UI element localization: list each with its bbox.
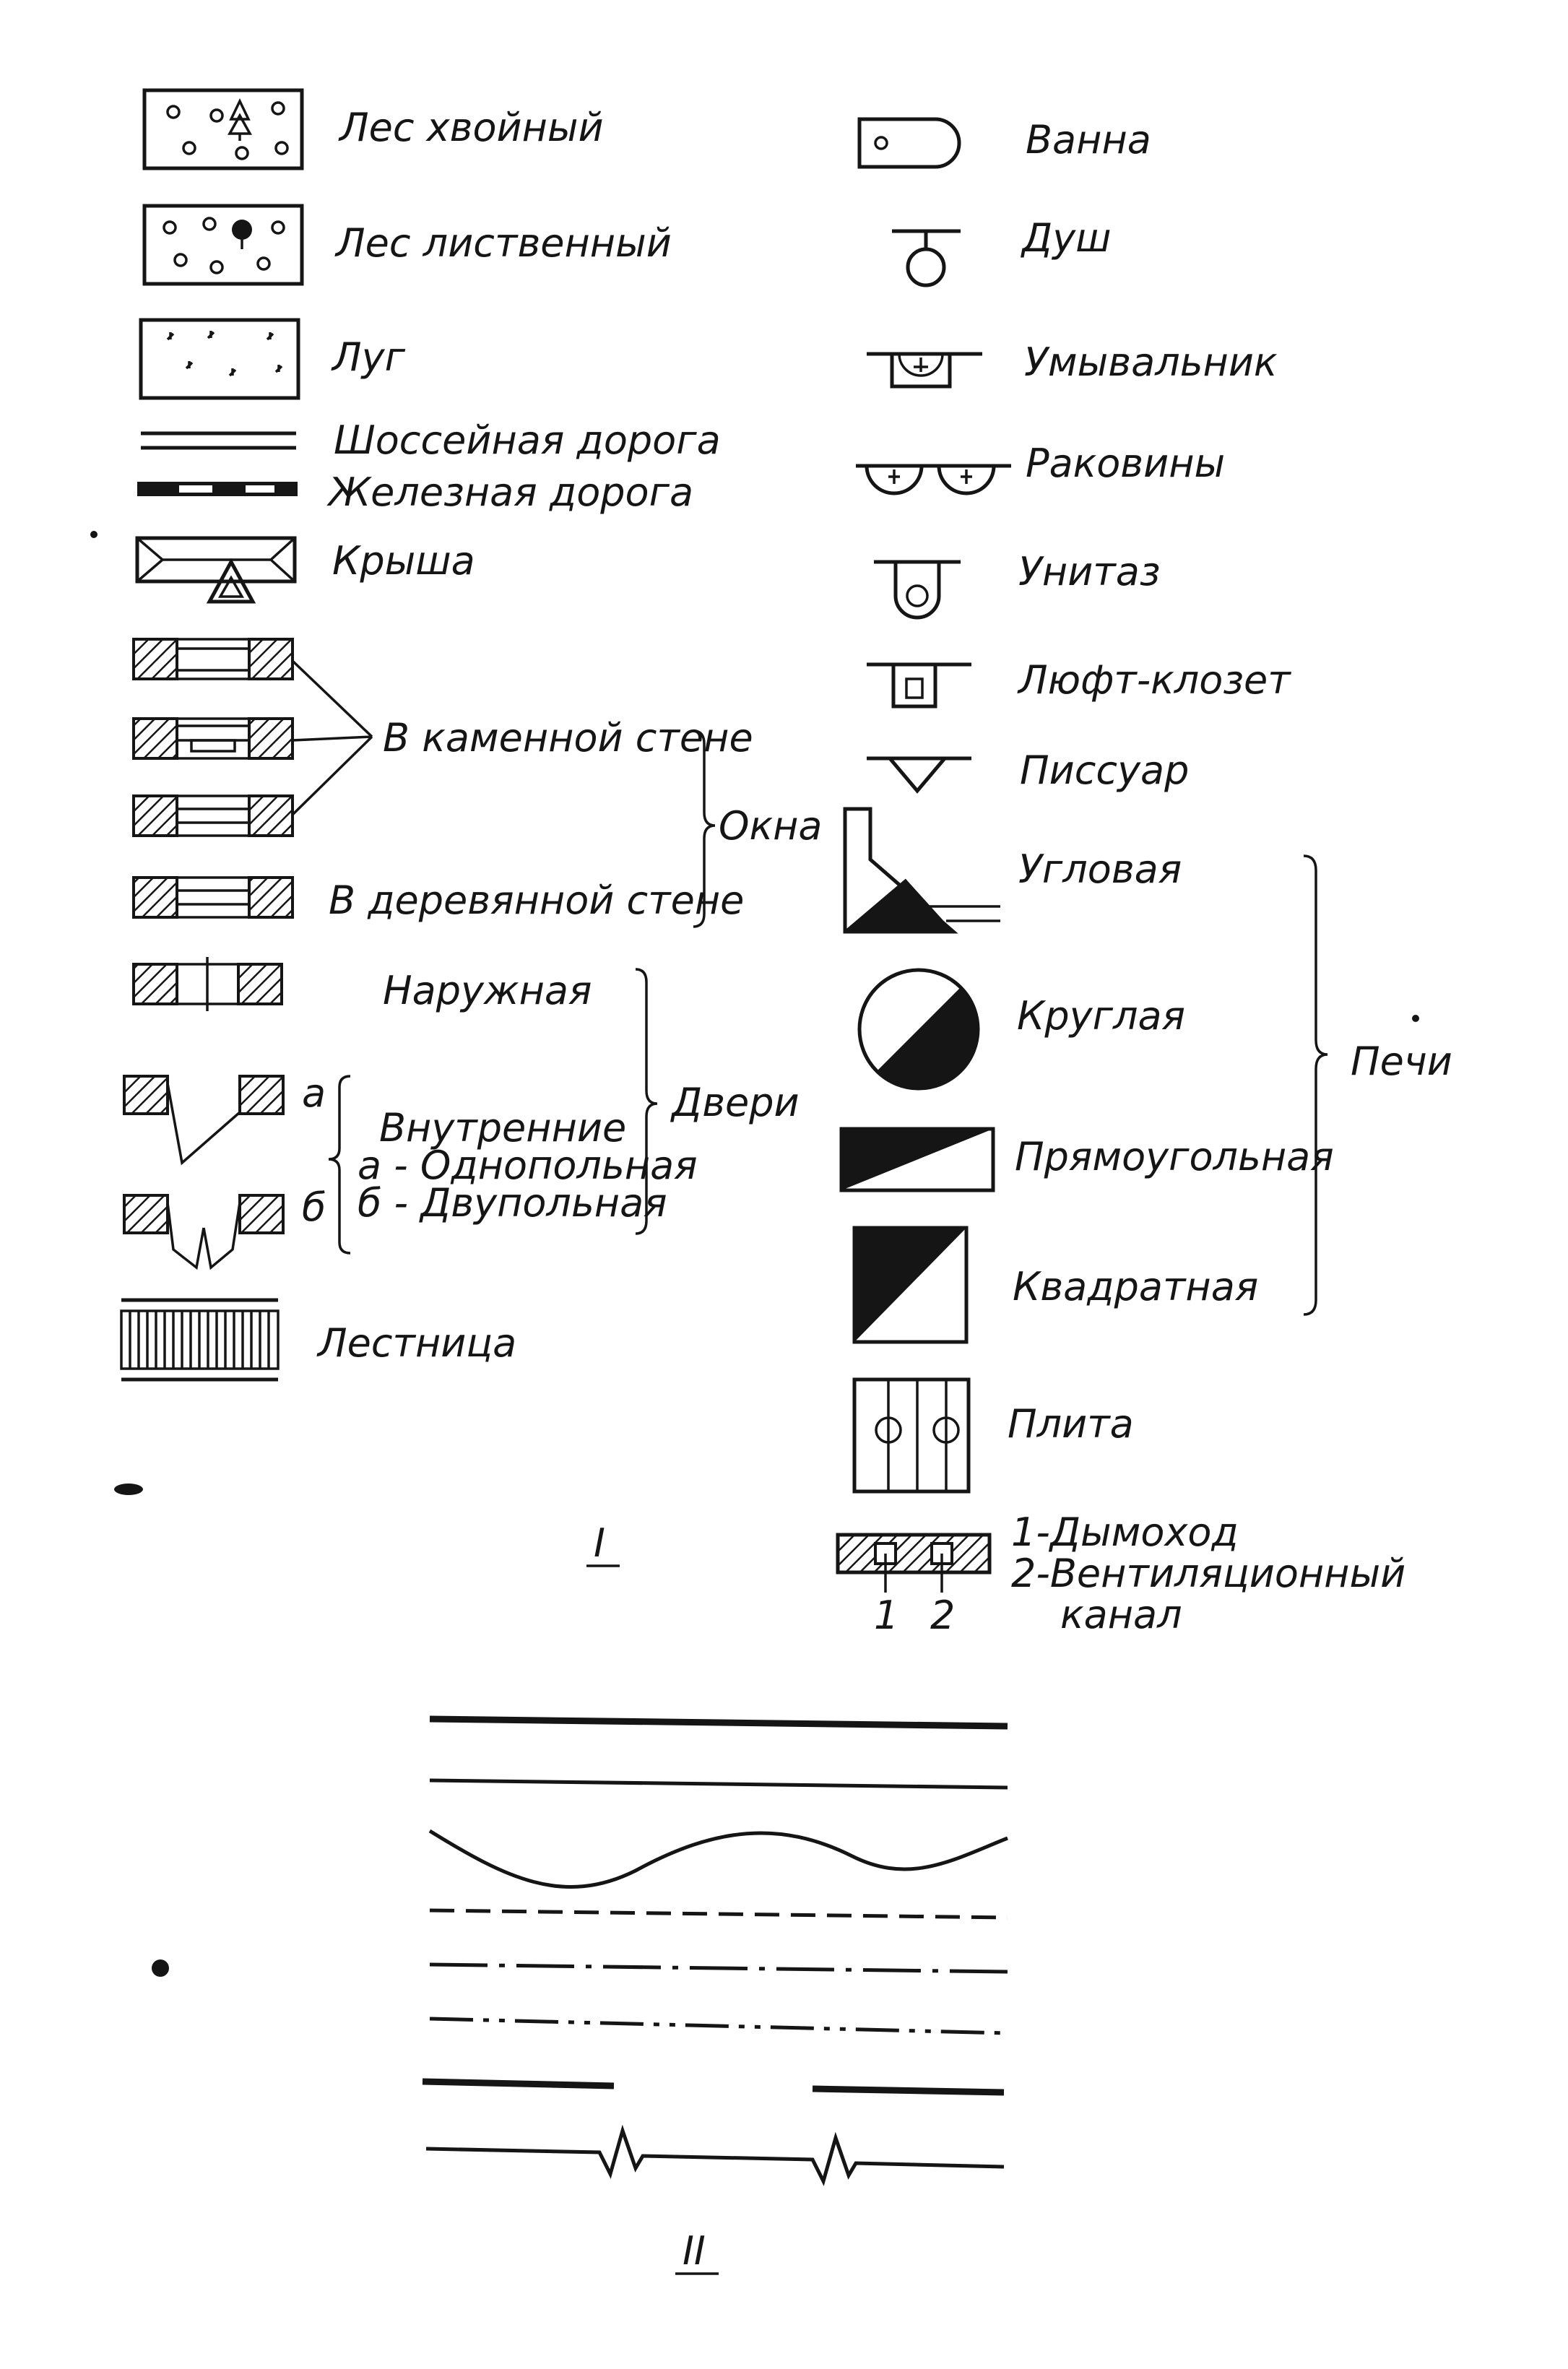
label-air-closet: Люфт-клозет [1017, 657, 1291, 703]
label-toilet: Унитаз [1018, 549, 1161, 594]
stove-round-symbol [857, 968, 980, 1091]
windows-brace [693, 729, 716, 928]
label-railway: Железная дорога [326, 469, 693, 515]
line-dash-dot [429, 1962, 1008, 1974]
stove-square-symbol [852, 1226, 969, 1344]
label-cooker: Плита [1008, 1401, 1134, 1447]
label-door-outer: Наружная [383, 968, 592, 1013]
line-thick-solid [429, 1715, 1008, 1730]
label-stairs: Лестница [316, 1320, 516, 1366]
label-highway: Шоссейная дорога [334, 417, 721, 463]
label-vent: 2-Вентиляционный [1011, 1551, 1405, 1596]
bath-symbol [857, 117, 961, 169]
label-stoves: Печи [1351, 1039, 1452, 1084]
section-numeral-1: I [594, 1520, 605, 1566]
shower-symbol [892, 229, 961, 287]
railway-symbol [137, 482, 298, 496]
window-stone-3 [132, 794, 294, 837]
section-numeral-2: II [683, 2228, 706, 2274]
line-dash-dot-2 [429, 2017, 1008, 2035]
door-outer-symbol [132, 957, 283, 1011]
label-doors: Двери [670, 1080, 800, 1125]
line-wavy [428, 1829, 1008, 1889]
label-bath: Ванна [1026, 117, 1151, 163]
label-stove-rect: Прямоугольная [1015, 1134, 1334, 1179]
label-door-double: б - Двупольная [358, 1180, 667, 1226]
label-shower: Душ [1021, 215, 1112, 261]
window-stone-1 [132, 638, 294, 680]
scan-specks [90, 531, 1419, 1977]
forest-deciduous-symbol [142, 204, 304, 286]
stove-corner-symbol [843, 807, 1000, 934]
forest-conifer-symbol [142, 88, 304, 170]
label-chimney: 1-Дымоход [1011, 1510, 1239, 1555]
label-roof: Крыша [332, 538, 475, 584]
urinal-symbol [867, 756, 971, 794]
door-single-symbol [123, 1075, 285, 1166]
line-thin-solid [429, 1778, 1008, 1790]
label-wood-wall: В деревянной стене [329, 878, 744, 923]
label-stove-corner: Угловая [1018, 846, 1182, 892]
sinks-symbol [856, 464, 1011, 495]
chimney-num-1: 1 [874, 1593, 898, 1638]
cooker-symbol [852, 1377, 971, 1494]
label-door-single: а - Однопольная [358, 1143, 698, 1188]
stoves-brace [1303, 854, 1328, 1316]
air-closet-symbol [867, 662, 971, 709]
label-vent-2: канал [1060, 1592, 1182, 1637]
line-types [422, 1715, 1008, 2186]
label-sinks: Раковины [1026, 441, 1225, 486]
chimney-symbol [836, 1533, 992, 1593]
line-dashed [429, 1908, 1008, 1920]
line-zigzag-break [425, 2124, 1005, 2186]
label-stone-wall: В каменной стене [383, 715, 753, 761]
door-double-symbol [123, 1194, 285, 1270]
label-washbasin: Умывальник [1024, 339, 1278, 385]
label-stove-square: Квадратная [1013, 1264, 1258, 1309]
label-windows: Окна [719, 803, 823, 849]
label-forest-deciduous: Лес лиственный [334, 220, 672, 266]
window-stone-2 [132, 717, 294, 760]
door-mark-a: а [302, 1070, 326, 1116]
meadow-symbol [139, 318, 300, 400]
chimney-num-2: 2 [930, 1593, 955, 1638]
door-mark-b: б [302, 1184, 326, 1230]
line-break-gap-left [422, 2078, 615, 2089]
window-wood [132, 876, 294, 919]
toilet-symbol [874, 560, 961, 620]
stairs-symbol [120, 1298, 280, 1382]
window-leader-lines [291, 659, 373, 816]
line-break-gap-right [812, 2085, 1005, 2096]
label-forest-conifer: Лес хвойный [338, 105, 604, 150]
label-stove-round: Круглая [1017, 993, 1185, 1039]
roof-symbol [135, 536, 297, 604]
label-urinal: Писсуар [1020, 748, 1189, 793]
washbasin-symbol [867, 352, 982, 389]
label-door-inner: Внутренние [379, 1105, 626, 1151]
stove-rect-symbol [839, 1127, 995, 1192]
inner-doors-brace [328, 1075, 351, 1255]
label-meadow: Луг [331, 334, 406, 380]
highway-symbol [141, 431, 296, 450]
doors-brace [635, 968, 658, 1235]
